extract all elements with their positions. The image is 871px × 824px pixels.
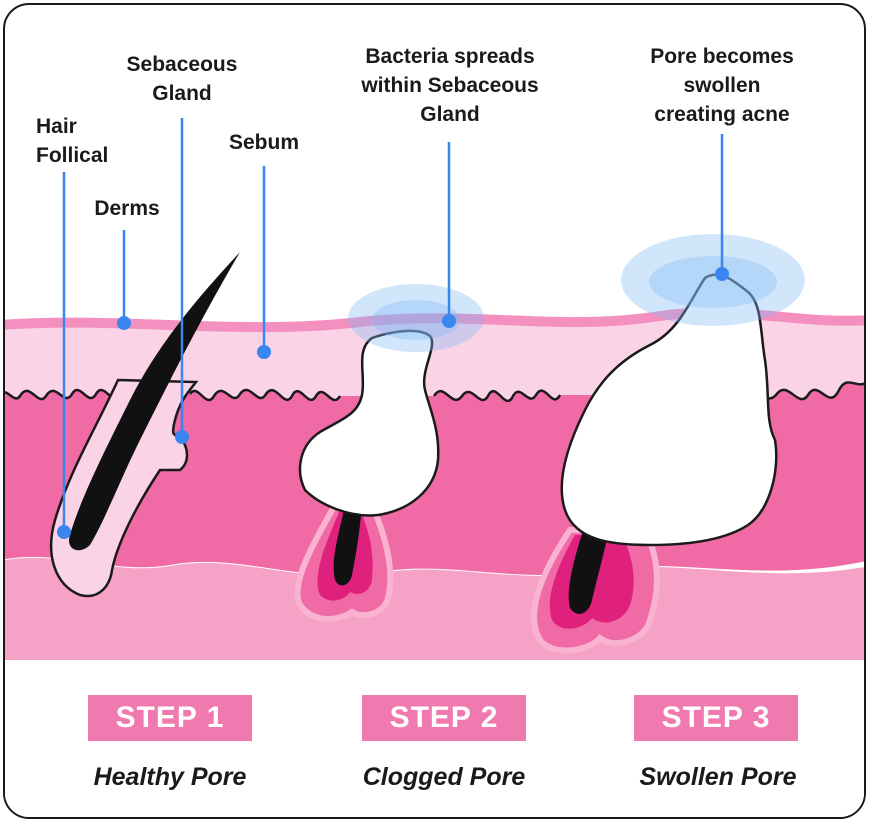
step-1-caption: Healthy Pore (50, 762, 290, 792)
label-pore-swollen: Pore becomes swollen creating acne (612, 42, 832, 129)
subcutaneous-layer (0, 557, 871, 660)
label-bacteria: Bacteria spreads within Sebaceous Gland (330, 42, 570, 129)
step-3-badge: STEP 3 (634, 695, 798, 741)
step-1-badge: STEP 1 (88, 695, 252, 741)
dot-pore-swollen (715, 267, 729, 281)
dot-sebaceous-gland (175, 430, 189, 444)
label-sebaceous-gland: Sebaceous Gland (102, 50, 262, 108)
dot-derms (117, 316, 131, 330)
step-2-caption: Clogged Pore (322, 762, 566, 792)
dot-hair-follicle (57, 525, 71, 539)
step-2-badge: STEP 2 (362, 695, 526, 741)
dot-sebum (257, 345, 271, 359)
label-sebum: Sebum (214, 128, 314, 157)
label-hair-follicle: Hair Follical (36, 112, 136, 170)
step-3-caption: Swollen Pore (596, 762, 840, 792)
dot-bacteria (442, 314, 456, 328)
label-derms: Derms (82, 194, 172, 223)
swollen-glow-inner (649, 256, 777, 308)
